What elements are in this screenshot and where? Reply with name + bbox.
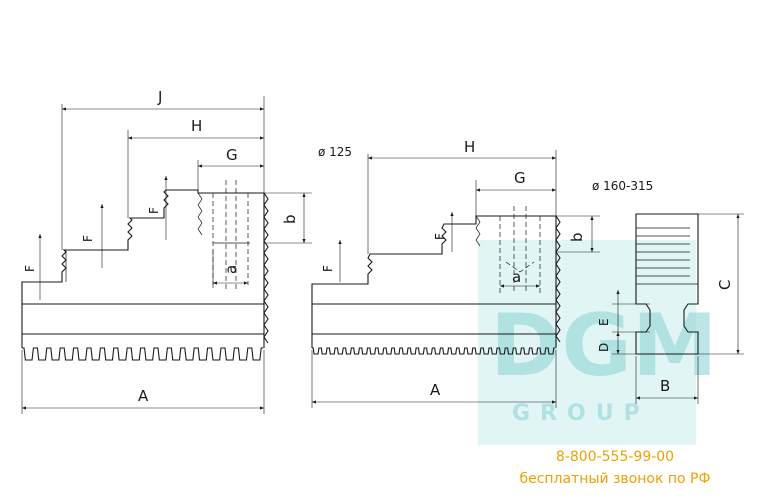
watermark-sub-text: GROUP [512,401,650,426]
middle-jaw-teeth [312,347,555,355]
side-view-ribs [636,227,698,285]
side-view-drawing: ø 160-315 C B E D [592,179,744,404]
dim-label-H-left: H [191,117,202,135]
middle-jaw-drawing: ø 125 H G b a F F A [311,138,600,408]
diameter-label-alt: ø 160-315 [592,179,653,193]
dim-label-A-left: A [138,387,149,405]
dim-label-E: E [597,318,611,326]
dim-label-a-left: a [222,265,240,274]
dim-label-G-left: G [226,146,238,164]
left-jaw-drawing: J H G b a F F F A [21,88,312,414]
dim-label-D: D [597,343,611,352]
dim-label-a-right: a [512,268,521,286]
dim-label-A-right: A [430,381,441,399]
dim-label-G-right: G [514,169,526,187]
dim-label-B: B [660,377,670,395]
dim-label-F-left-1: F [23,265,37,272]
watermark-logo: DGM GROUP [478,240,718,445]
dim-label-F-right-2: F [433,233,447,240]
dim-label-H-right: H [464,138,475,156]
contact-block: 8-800-555-99-00 бесплатный звонок по РФ [470,446,760,490]
dim-label-F-left-3: F [147,207,161,214]
dim-label-b-left: b [281,214,299,224]
dim-label-F-right-1: F [321,265,335,272]
left-jaw-outline [21,189,265,348]
dim-label-C: C [716,280,734,290]
contact-note: бесплатный звонок по РФ [519,471,711,487]
dim-label-b-right: b [568,232,586,242]
watermark-logo-text: DGM [490,296,718,396]
dim-label-J-left: J [157,88,162,106]
middle-jaw-outline [311,215,557,348]
diameter-label-main: ø 125 [318,145,352,159]
contact-phone[interactable]: 8-800-555-99-00 [555,449,675,465]
left-jaw-teeth [22,347,264,361]
dim-label-F-left-2: F [81,235,95,242]
